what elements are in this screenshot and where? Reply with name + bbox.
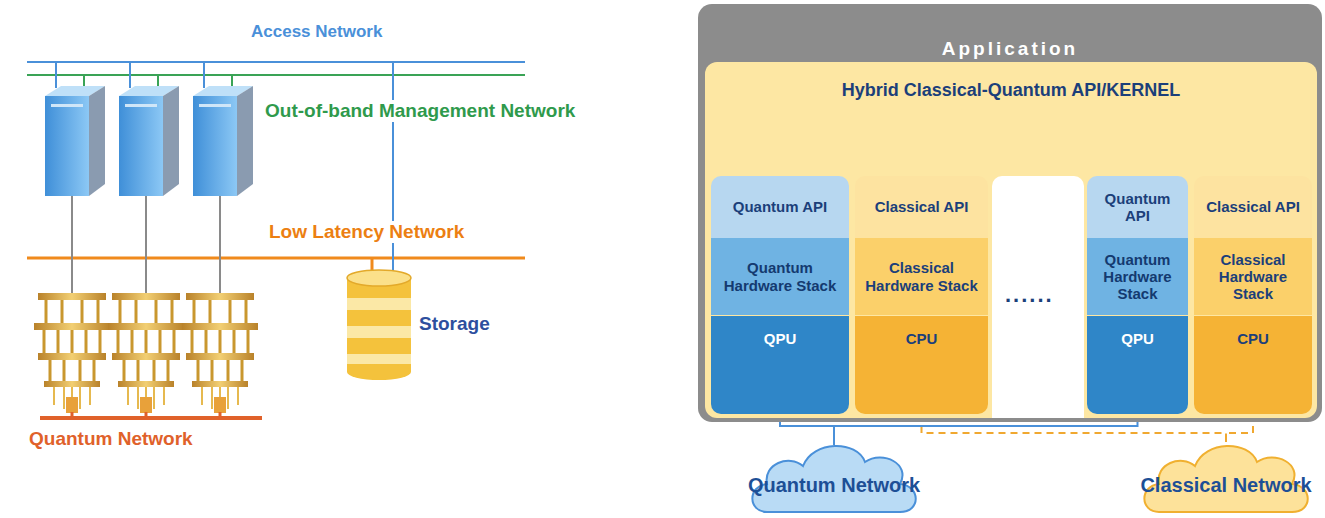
box-label: Quantum API (1087, 190, 1188, 225)
api-box: Quantum API (1087, 176, 1188, 238)
box-label: Classical Hardware Stack (1194, 251, 1312, 303)
box-label: Classical API (855, 198, 988, 215)
box-label: QPU (1087, 316, 1188, 347)
application-layer: ApplicationHybrid Classical-Quantum API/… (698, 4, 1322, 422)
box-label: Classical Hardware Stack (855, 259, 988, 294)
processor-box: CPU (855, 316, 988, 414)
box-label: Quantum Hardware Stack (711, 259, 849, 294)
hardware-stack-box: Classical Hardware Stack (1194, 238, 1312, 315)
box-label: Classical API (1194, 198, 1312, 215)
api-box: Classical API (855, 176, 988, 238)
processor-box: QPU (1087, 316, 1188, 414)
network-label: Low Latency Network (266, 221, 467, 243)
box-label: QPU (711, 316, 849, 347)
hardware-stack-box: Quantum Hardware Stack (1087, 238, 1188, 315)
network-cloud: Classical Network (1137, 434, 1315, 516)
processor-box: QPU (711, 316, 849, 414)
hardware-stack-box: Classical Hardware Stack (855, 238, 988, 315)
network-cloud: Quantum Network (745, 434, 923, 516)
api-box: Quantum API (711, 176, 849, 238)
network-label: ...... (1002, 282, 1057, 308)
box-label: CPU (855, 316, 988, 347)
box-label: Quantum Hardware Stack (1087, 251, 1188, 303)
cloud-label: Quantum Network (745, 474, 923, 497)
network-label: Quantum Network (26, 428, 196, 450)
box-label: CPU (1194, 316, 1312, 347)
cloud-label: Classical Network (1137, 474, 1315, 497)
network-label: Access Network (248, 22, 385, 42)
hardware-stack-box: Quantum Hardware Stack (711, 238, 849, 315)
storage-cylinder (347, 270, 411, 380)
network-label: Storage (416, 313, 493, 335)
processor-box: CPU (1194, 316, 1312, 414)
network-label: Out-of-band Management Network (262, 100, 578, 122)
api-box: Classical API (1194, 176, 1312, 238)
layer-title: Application (698, 38, 1322, 60)
layer-title: Hybrid Classical-Quantum API/KERNEL (705, 80, 1317, 101)
hybrid-kernel-layer: Hybrid Classical-Quantum API/KERNEL Quant… (705, 62, 1317, 418)
box-label: Quantum API (711, 198, 849, 215)
